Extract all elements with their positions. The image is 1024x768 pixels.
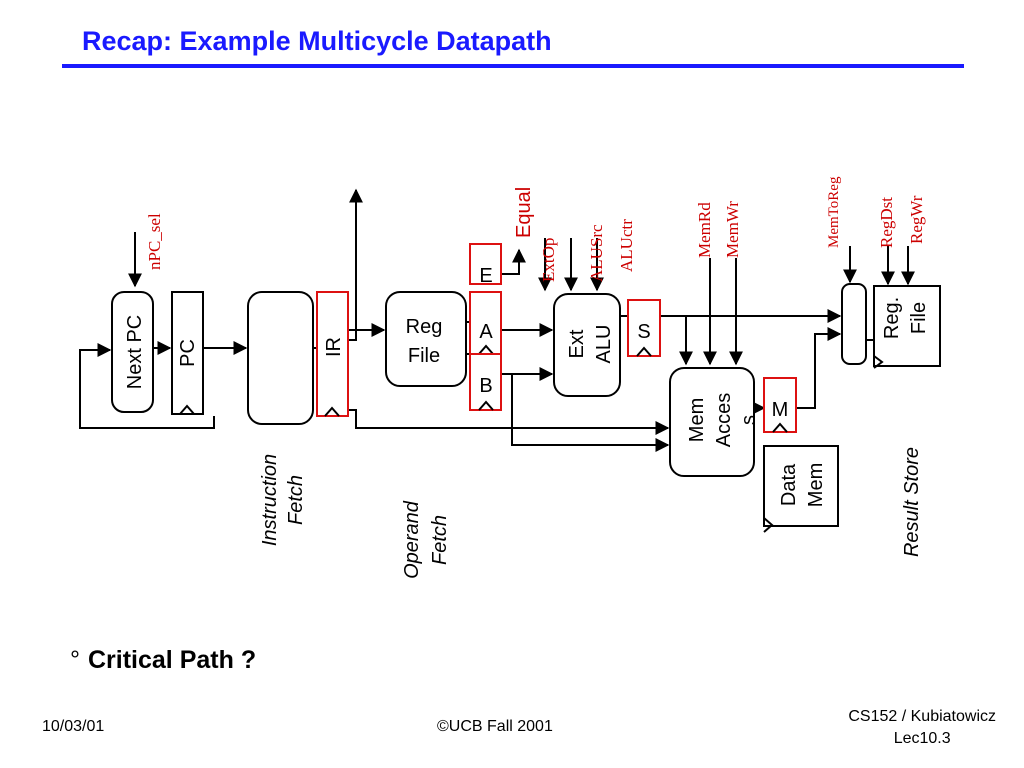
footer-course: CS152 / Kubiatowicz Lec10.3 [848, 706, 996, 750]
data-mem-label-line1: Data [778, 463, 800, 506]
footer-date: 10/03/01 [42, 718, 105, 735]
footer-copyright: ©UCB Fall 2001 [437, 718, 553, 735]
stage-instruction-fetch-line1: Instruction [259, 454, 281, 546]
data-mem-clock-icon [763, 517, 774, 533]
stage-result-store: Result Store [901, 447, 923, 557]
aluctr-signal: ALUctr [617, 219, 636, 272]
b-clock-icon [478, 400, 494, 411]
reg-file-label-line2: File [408, 345, 440, 367]
s-clock-icon [636, 346, 652, 357]
datapath-wires [79, 188, 915, 452]
bullet-symbol: ° [70, 646, 80, 674]
a-register-label: A [479, 321, 493, 343]
mem-access-label-line2: Acces [713, 393, 735, 447]
extop-signal: ExtOp [539, 238, 558, 282]
title-underline [62, 64, 964, 68]
data-mem-block [763, 445, 839, 527]
pc-clock-icon [179, 404, 195, 415]
footer-course-name: CS152 / Kubiatowicz [848, 708, 996, 725]
writeback-reg-file [873, 285, 941, 367]
equal-signal: Equal [513, 187, 535, 238]
data-mem-label-line2: Mem [805, 463, 827, 507]
instruction-memory-block [247, 291, 314, 425]
critical-path-bullet: ° Critical Path ? [70, 646, 256, 675]
ir-clock-icon [324, 406, 340, 417]
reg-file-label-line1: Reg [406, 316, 443, 338]
stage-operand-fetch-line2: Fetch [429, 515, 451, 565]
writeback-reg-file-label-line2: File [908, 302, 930, 334]
e-register [469, 243, 502, 285]
regwr-signal: RegWr [907, 195, 926, 244]
e-register-label: E [479, 265, 492, 287]
ir-register [316, 291, 349, 417]
next-pc-label: Next PC [124, 315, 146, 389]
alu-label: ALU [593, 325, 615, 364]
result-mux [841, 283, 867, 365]
stage-operand-fetch-line1: Operand [401, 500, 423, 579]
writeback-reg-file-label-line1: Reg. [881, 297, 903, 339]
reg-file-block [385, 291, 467, 387]
bullet-text: Critical Path ? [88, 646, 257, 674]
next-pc-block [111, 291, 154, 413]
m-clock-icon [772, 422, 788, 433]
ext-label: Ext [566, 329, 588, 358]
a-clock-icon [478, 344, 494, 355]
mem-access-block [669, 367, 755, 477]
ir-label: IR [323, 337, 345, 357]
pc-label: PC [177, 339, 199, 367]
pc-register [171, 291, 204, 415]
slide-title: Recap: Example Multicycle Datapath [82, 26, 552, 56]
npc-sel-signal: nPC_sel [145, 213, 164, 270]
footer-lecture: Lec10.3 [893, 730, 951, 747]
m-register-label: M [772, 399, 789, 421]
ext-alu-block [553, 293, 621, 397]
memwr-signal: MemWr [723, 201, 742, 258]
b-register-label: B [479, 375, 492, 397]
regdst-signal: RegDst [877, 197, 896, 248]
memtoreg-signal: MemToReg [826, 176, 842, 248]
s-register-label: S [637, 321, 650, 343]
alusrc-signal: ALUSrc [587, 224, 606, 282]
mem-access-label-line3: s [738, 415, 760, 425]
b-register [469, 353, 502, 411]
stage-instruction-fetch-line2: Fetch [285, 475, 307, 525]
mem-access-label-line1: Mem [686, 398, 708, 442]
memrd-signal: MemRd [695, 202, 714, 258]
writeback-clock-icon [873, 355, 884, 369]
